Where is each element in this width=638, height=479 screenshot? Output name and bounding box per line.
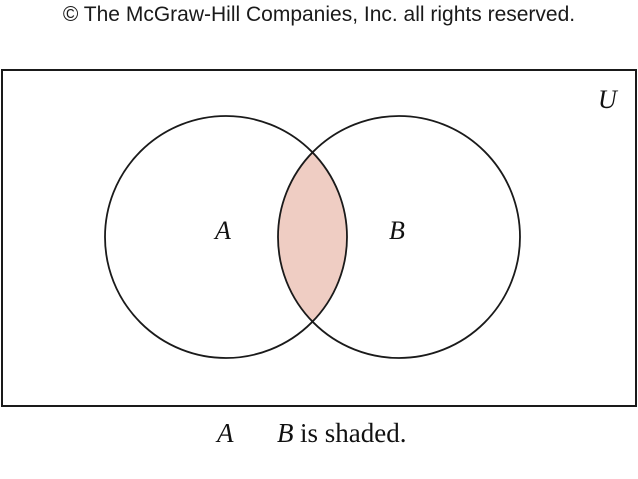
caption-set-a: A: [217, 418, 234, 448]
set-a-circle: [104, 115, 348, 359]
caption: A B is shaded.: [0, 418, 638, 452]
set-a-label: A: [213, 216, 231, 245]
caption-set-b: B: [277, 418, 294, 448]
copyright-notice: © The McGraw-Hill Companies, Inc. all ri…: [62, 3, 576, 26]
caption-text: is shaded.: [300, 418, 407, 448]
set-b-label: B: [389, 216, 405, 245]
set-b-circle: [277, 115, 521, 359]
universe-label: U: [598, 85, 619, 114]
